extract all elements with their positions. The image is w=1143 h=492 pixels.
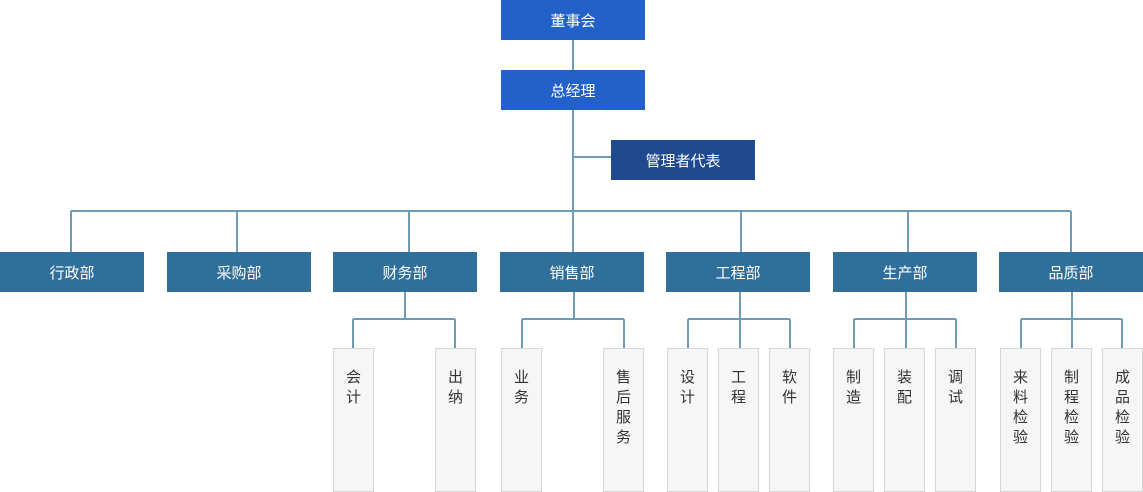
- subunit-label: 来料检验: [1011, 369, 1029, 449]
- subunit-label: 软件: [780, 369, 798, 409]
- department-label: 财务部: [382, 263, 428, 282]
- department-label: 工程部: [715, 263, 761, 282]
- department-sales: 销售部: [500, 252, 644, 292]
- subunit-assembly: 装配: [884, 348, 925, 492]
- subunit-label: 工程: [729, 369, 747, 409]
- subunit-cashier: 出纳: [435, 348, 476, 492]
- subunit-label: 设计: [678, 369, 696, 409]
- department-label: 生产部: [882, 263, 928, 282]
- general-manager-node: 总经理: [501, 70, 645, 110]
- subunit-business: 业务: [501, 348, 542, 492]
- subunit-label: 制程检验: [1062, 369, 1080, 449]
- subunit-label: 成品检验: [1113, 369, 1131, 449]
- subunit-label: 调试: [946, 369, 964, 409]
- department-engineering: 工程部: [666, 252, 810, 292]
- subunit-debugging: 调试: [935, 348, 976, 492]
- department-label: 销售部: [549, 263, 595, 282]
- department-production: 生产部: [833, 252, 977, 292]
- board-node: 董事会: [501, 0, 645, 40]
- department-label: 采购部: [216, 263, 262, 282]
- subunit-engineering: 工程: [718, 348, 759, 492]
- board-label: 董事会: [550, 11, 596, 30]
- subunit-software: 软件: [769, 348, 810, 492]
- department-admin: 行政部: [0, 252, 144, 292]
- subunit-label: 出纳: [446, 369, 464, 409]
- subunit-label: 装配: [895, 369, 913, 409]
- department-purchasing: 采购部: [167, 252, 311, 292]
- department-quality: 品质部: [999, 252, 1143, 292]
- subunit-design: 设计: [667, 348, 708, 492]
- general-manager-label: 总经理: [550, 81, 596, 100]
- subunit-label: 售后服务: [614, 369, 632, 449]
- subunit-after-sales: 售后服务: [603, 348, 644, 492]
- subunit-label: 会计: [344, 369, 362, 409]
- department-label: 品质部: [1048, 263, 1094, 282]
- department-label: 行政部: [49, 263, 95, 282]
- management-representative-node: 管理者代表: [611, 140, 755, 180]
- subunit-accounting: 会计: [333, 348, 374, 492]
- department-finance: 财务部: [333, 252, 477, 292]
- subunit-final-inspection: 成品检验: [1102, 348, 1143, 492]
- management-representative-label: 管理者代表: [645, 151, 721, 170]
- subunit-process-inspection: 制程检验: [1051, 348, 1092, 492]
- subunit-manufacturing: 制造: [833, 348, 874, 492]
- subunit-label: 制造: [844, 369, 862, 409]
- subunit-incoming-inspection: 来料检验: [1000, 348, 1041, 492]
- subunit-label: 业务: [512, 369, 530, 409]
